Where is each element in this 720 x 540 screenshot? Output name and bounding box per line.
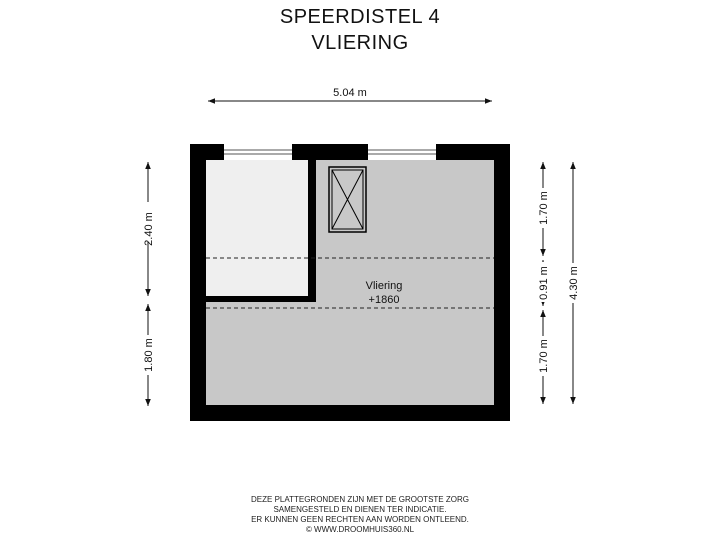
disclaimer-line-4: © WWW.DROOMHUIS360.NL <box>305 525 415 534</box>
room-level: +1860 <box>369 294 400 306</box>
dimension-right-lower-label: 1.70 m <box>538 339 550 373</box>
dimension-right-upper: 1.70 m <box>536 162 550 256</box>
window-right <box>368 144 436 160</box>
roof-hatch <box>328 166 367 233</box>
dimension-left-lower: 1.80 m <box>141 304 155 406</box>
dimension-right-total: 4.30 m <box>566 162 580 404</box>
dimension-left-upper: 2.40 m <box>141 162 155 296</box>
disclaimer-line-3: ER KUNNEN GEEN RECHTEN AAN WORDEN ONTLEE… <box>251 515 469 524</box>
disclaimer-line-2: SAMENGESTELD EN DIENEN TER INDICATIE. <box>273 505 447 514</box>
dimension-top: 5.04 m <box>208 87 492 104</box>
disclaimer-line-1: DEZE PLATTEGRONDEN ZIJN MET DE GROOTSTE … <box>251 495 469 504</box>
dimension-right-middle-label: 0.91 m <box>538 266 550 300</box>
plan-title: SPEERDISTEL 4 <box>279 6 441 28</box>
disclaimer: DEZE PLATTEGRONDEN ZIJN MET DE GROOTSTE … <box>0 495 720 535</box>
dimension-right-middle: 0.91 m <box>536 260 550 306</box>
dimension-left-upper-label: 2.40 m <box>143 212 155 246</box>
window-left <box>224 144 292 160</box>
dimension-right-total-label: 4.30 m <box>568 266 580 300</box>
room-name: Vliering <box>366 280 403 292</box>
stair-void-area <box>206 160 308 296</box>
dimension-right-lower: 1.70 m <box>536 310 550 404</box>
dimension-left-lower-label: 1.80 m <box>143 338 155 372</box>
dimension-right-upper-label: 1.70 m <box>538 191 550 225</box>
plan-subtitle: VLIERING <box>311 32 409 54</box>
dimension-top-label: 5.04 m <box>333 87 367 99</box>
